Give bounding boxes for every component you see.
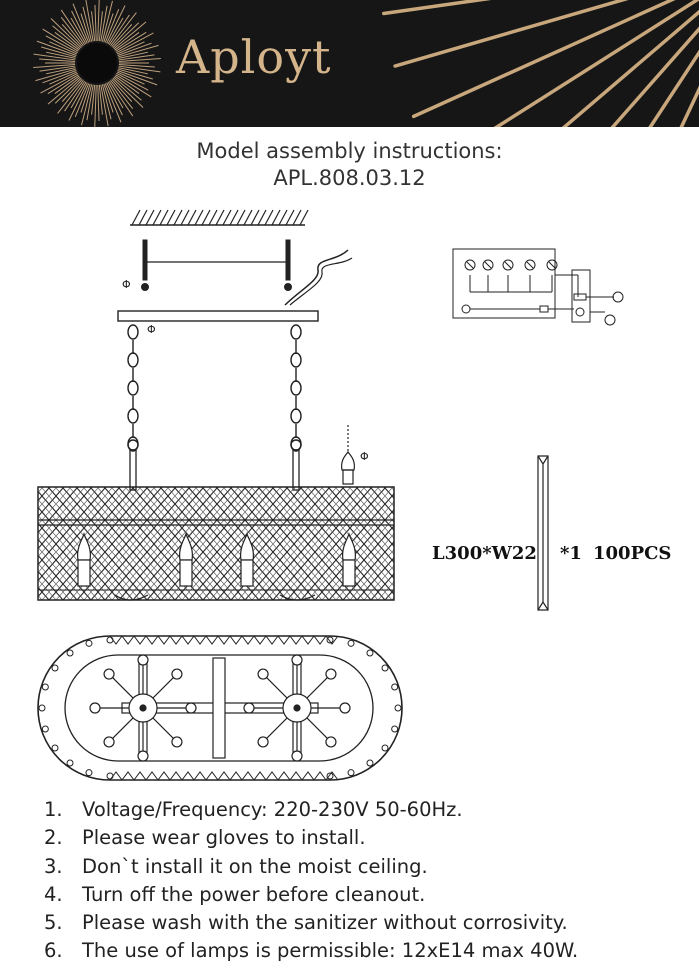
svg-text:Φ: Φ — [122, 278, 131, 291]
brand-logo: Aployt — [176, 30, 332, 84]
suspension-chains — [127, 324, 302, 452]
model-number: APL.808.03.12 — [273, 166, 426, 190]
wiring-diagram — [452, 248, 624, 326]
svg-text:Φ: Φ — [147, 323, 156, 336]
brand-header: Aployt — [0, 0, 699, 127]
crystal-prism — [537, 455, 549, 611]
crystal-size: L300*W22 — [432, 543, 537, 564]
candle-bulbs — [77, 532, 356, 587]
instruction-item: 4.Turn off the power before cleanout. — [44, 882, 426, 906]
page-title: Model assembly instructions: — [196, 139, 503, 163]
top-view-diagram — [37, 635, 403, 781]
power-wire — [284, 249, 349, 306]
sun-core-icon — [77, 43, 117, 83]
crystal-pcs: 100PCS — [593, 543, 672, 564]
assembly-diagram: Φ Φ Φ — [37, 209, 624, 781]
sunburst-graphic — [33, 0, 699, 127]
bulb-icon — [341, 425, 355, 485]
svg-text:Φ: Φ — [360, 450, 369, 463]
ceiling-hatch — [130, 209, 309, 226]
screw-symbols: Φ Φ Φ — [122, 278, 369, 463]
instruction-item: 1.Voltage/Frequency: 220-230V 50-60Hz. — [44, 798, 463, 821]
instruction-item: 6.The use of lamps is permissible: 12xE1… — [44, 939, 579, 963]
chandelier-shade — [37, 486, 395, 601]
instruction-item: 2.Please wear gloves to install. — [44, 826, 366, 850]
crystal-qty: *1 — [560, 543, 582, 564]
instructions-list: 1.Voltage/Frequency: 220-230V 50-60Hz. 2… — [44, 796, 578, 966]
mounting-screws — [141, 239, 292, 291]
canopy-plate — [117, 310, 319, 322]
instruction-item: 3.Don`t install it on the moist ceiling. — [44, 854, 428, 878]
instruction-item: 5.Please wash with the sanitizer without… — [44, 911, 568, 935]
